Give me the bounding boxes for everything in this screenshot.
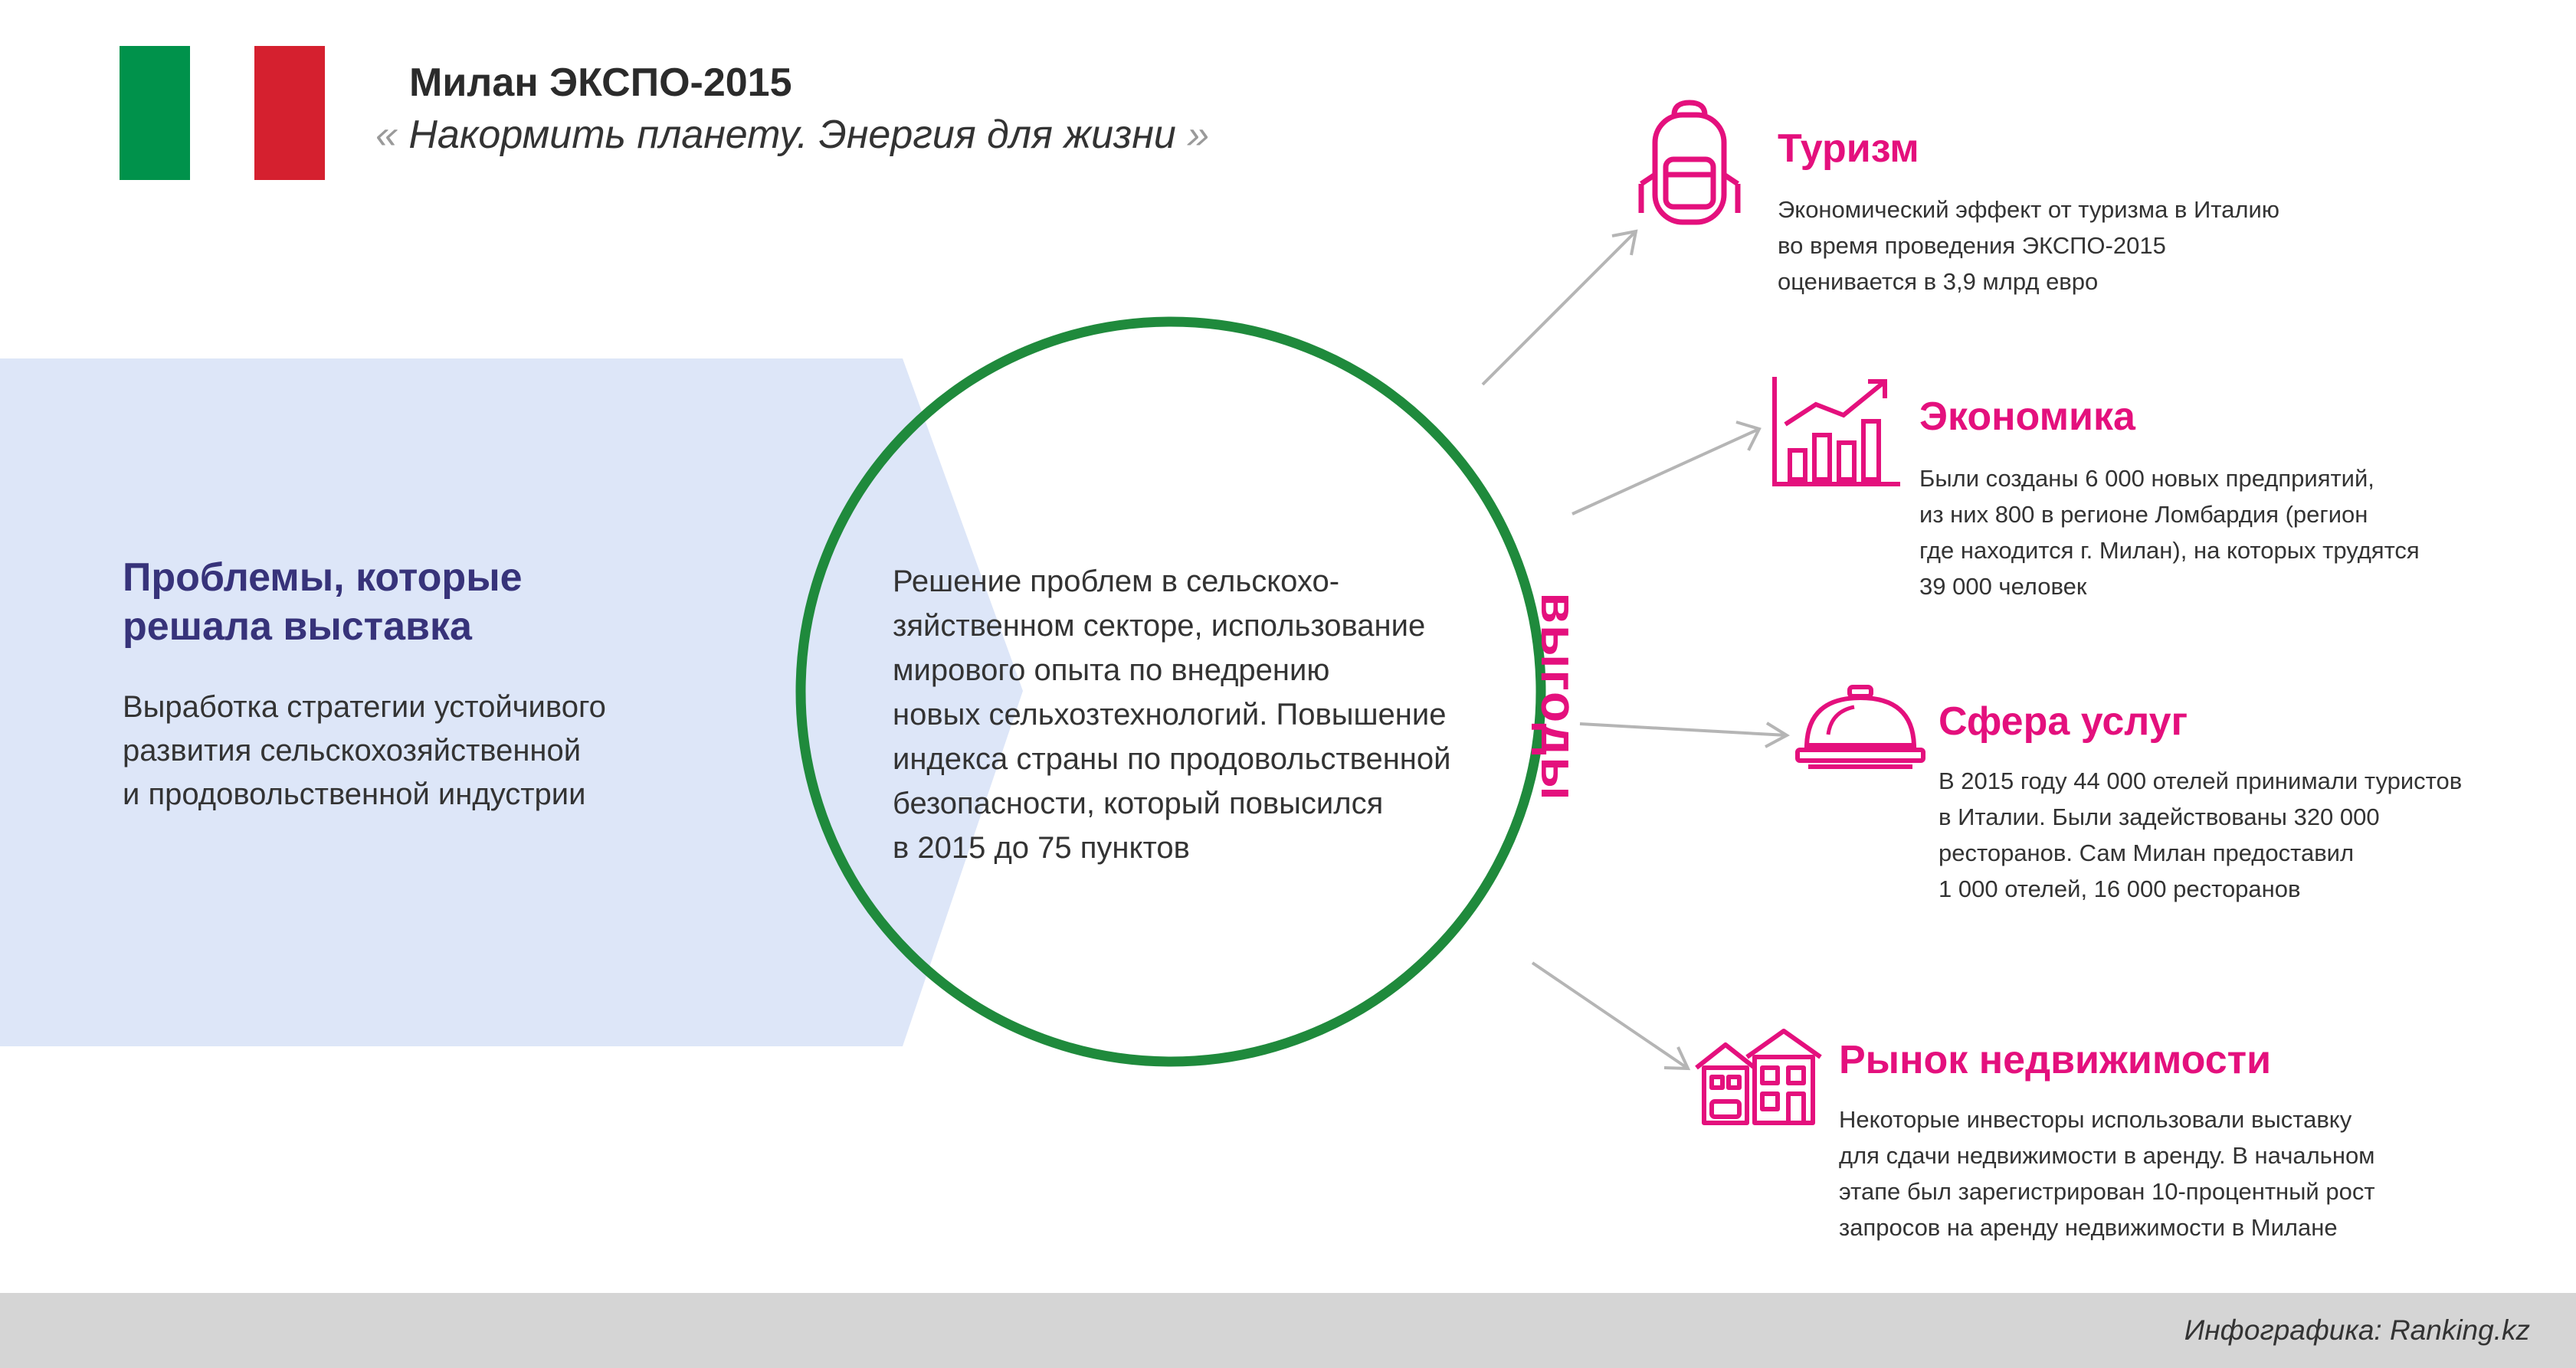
solution-text-line: Решение проблем в сельскохо- bbox=[893, 565, 1340, 598]
benefit-text-line: этапе был зарегистрирован 10-процентный … bbox=[1839, 1178, 2375, 1205]
benefit-text-line: 39 000 человек bbox=[1919, 573, 2087, 600]
benefit-text-line: Экономический эффект от туризма в Италию bbox=[1778, 196, 2280, 223]
houses-icon bbox=[1695, 1029, 1822, 1125]
flag-red-stripe bbox=[254, 46, 325, 180]
benefit-title-real-estate: Рынок недвижимости bbox=[1839, 1038, 2272, 1082]
subtitle-text: Накормить планету. Энергия для жизни bbox=[408, 113, 1176, 157]
arrow-to-real-estate bbox=[1531, 961, 1691, 1071]
solution-text-line: мирового опыта по внедрению bbox=[893, 653, 1330, 687]
benefit-title-services: Сфера услуг bbox=[1939, 699, 2188, 744]
benefit-text-line: В 2015 году 44 000 отелей принимали тури… bbox=[1939, 767, 2463, 794]
problems-text-line: и продовольственной индустрии bbox=[123, 777, 586, 811]
benefit-text-economy: Были созданы 6 000 новых предприятий, из… bbox=[1919, 460, 2571, 604]
benefit-text-services: В 2015 году 44 000 отелей принимали тури… bbox=[1939, 763, 2567, 907]
solution-description: Решение проблем в сельскохо- зяйственном… bbox=[893, 559, 1536, 870]
benefits-label: выгоды bbox=[1531, 592, 1588, 802]
benefit-text-line: для сдачи недвижимости в аренду. В начал… bbox=[1839, 1142, 2375, 1169]
solution-text-line: зяйственном секторе, использование bbox=[893, 609, 1426, 643]
quote-open: « bbox=[375, 113, 398, 157]
benefit-title-tourism: Туризм bbox=[1778, 126, 1919, 171]
arrow-to-tourism bbox=[1481, 229, 1638, 386]
solution-text-line: в 2015 до 75 пунктов bbox=[893, 831, 1190, 865]
benefit-text-tourism: Экономический эффект от туризма в Италию… bbox=[1778, 191, 2467, 299]
footer-credit: Инфографика: Ranking.kz bbox=[2184, 1314, 2530, 1346]
benefit-text-line: где находится г. Милан), на которых труд… bbox=[1919, 537, 2420, 564]
benefit-text-real-estate: Некоторые инвесторы использовали выставк… bbox=[1839, 1101, 2513, 1245]
benefit-text-line: запросов на аренду недвижимости в Милане bbox=[1839, 1214, 2338, 1241]
solution-text-line: новых сельхозтехнологий. Повышение bbox=[893, 698, 1447, 731]
benefit-text-line: ресторанов. Сам Милан предоставил bbox=[1939, 839, 2355, 866]
backpack-icon bbox=[1638, 100, 1741, 225]
arrow-to-economy bbox=[1571, 421, 1762, 515]
problems-panel bbox=[0, 358, 1023, 1046]
problems-text-line: развития сельскохозяйственной bbox=[123, 734, 582, 767]
solution-text-line: безопасности, который повысился bbox=[893, 787, 1384, 820]
growth-chart-icon bbox=[1772, 377, 1900, 486]
benefit-text-line: из них 800 в регионе Ломбардия (регион bbox=[1919, 501, 2368, 528]
service-bell-icon bbox=[1795, 685, 1925, 769]
footer-bar bbox=[0, 1293, 2576, 1368]
benefit-text-line: во время проведения ЭКСПО-2015 bbox=[1778, 232, 2166, 259]
flag-green-stripe bbox=[120, 46, 190, 180]
benefit-text-line: в Италии. Были задействованы 320 000 bbox=[1939, 803, 2380, 830]
benefit-title-economy: Экономика bbox=[1919, 394, 2135, 439]
arrow-to-services bbox=[1579, 722, 1791, 748]
problems-title-line: решала выставка bbox=[123, 604, 472, 649]
benefit-text-line: оценивается в 3,9 млрд евро bbox=[1778, 268, 2099, 295]
page-title: Милан ЭКСПО-2015 bbox=[409, 61, 792, 105]
benefit-text-line: Были созданы 6 000 новых предприятий, bbox=[1919, 465, 2374, 492]
solution-circle bbox=[795, 316, 1546, 1067]
benefit-text-line: 1 000 отелей, 16 000 ресторанов bbox=[1939, 875, 2301, 902]
problems-title: Проблемы, которые решала выставка bbox=[123, 553, 659, 651]
quote-close: » bbox=[1187, 113, 1210, 157]
benefit-text-line: Некоторые инвесторы использовали выставк… bbox=[1839, 1106, 2352, 1133]
page-subtitle: « Накормить планету. Энергия для жизни » bbox=[375, 112, 1209, 158]
solution-text-line: индекса страны по продовольственной bbox=[893, 742, 1451, 776]
problems-text-line: Выработка стратегии устойчивого bbox=[123, 690, 606, 724]
problems-description: Выработка стратегии устойчивого развития… bbox=[123, 686, 751, 817]
problems-title-line: Проблемы, которые bbox=[123, 555, 523, 600]
